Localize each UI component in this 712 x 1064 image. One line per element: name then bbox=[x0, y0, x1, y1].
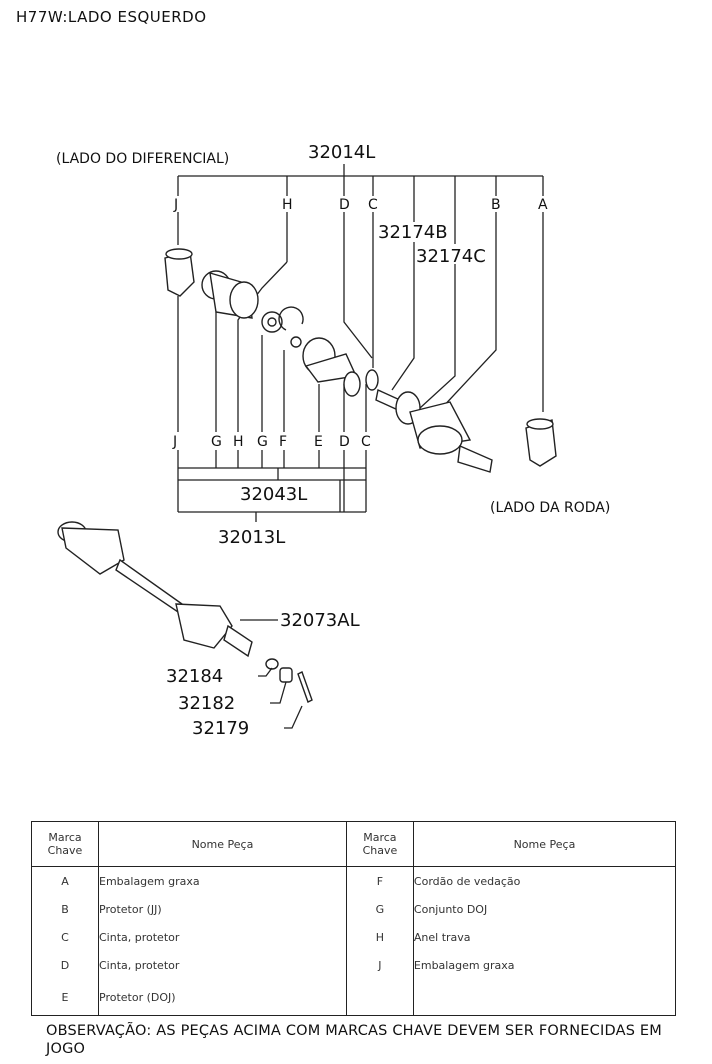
legend-key: B bbox=[31, 895, 99, 923]
legend-key: A bbox=[31, 866, 99, 895]
top-letter: H bbox=[282, 197, 293, 213]
legend-key: F bbox=[345, 866, 414, 895]
page-title: H77W:LADO ESQUERDO bbox=[16, 8, 207, 26]
legend-col-name: Nome Peça bbox=[98, 821, 347, 867]
legend-key: H bbox=[345, 923, 414, 951]
part-number-32043L: 32043L bbox=[240, 484, 307, 505]
bottom-letter: G bbox=[257, 434, 268, 450]
part-number-32174C: 32174C bbox=[416, 246, 486, 267]
legend-part-name: Cinta, protetor bbox=[98, 923, 347, 951]
legend-part-name: Cordão de vedação bbox=[412, 866, 677, 895]
legend-key bbox=[345, 979, 414, 1016]
legend-key: J bbox=[345, 951, 414, 979]
bottom-letter: J bbox=[172, 434, 177, 450]
part-number-32174B: 32174B bbox=[378, 222, 448, 243]
parts-legend-table: Marca Chave Nome Peça Marca Chave Nome P… bbox=[31, 821, 677, 1016]
bottom-brackets bbox=[177, 450, 367, 522]
bottom-letter: D bbox=[339, 434, 350, 450]
bottom-letter: C bbox=[361, 434, 371, 450]
top-letter: D bbox=[339, 197, 350, 213]
legend-header-row: Marca Chave Nome Peça Marca Chave Nome P… bbox=[31, 821, 677, 867]
parts-exploded bbox=[164, 248, 557, 473]
legend-col-name: Nome Peça bbox=[412, 821, 677, 867]
legend-part-name: Conjunto DOJ bbox=[412, 895, 677, 923]
side-wheel-label: (LADO DA RODA) bbox=[490, 500, 610, 516]
legend-part-name: Embalagem graxa bbox=[98, 866, 347, 895]
legend-key: G bbox=[345, 895, 414, 923]
bottom-letter: G bbox=[211, 434, 222, 450]
part-number-32184: 32184 bbox=[166, 666, 223, 687]
top-bracket bbox=[177, 164, 544, 432]
top-letter: J bbox=[173, 197, 178, 213]
legend-key: D bbox=[31, 951, 99, 979]
legend-part-name: Protetor (JJ) bbox=[98, 895, 347, 923]
part-number-32073AL: 32073AL bbox=[280, 610, 360, 631]
bottom-letter: E bbox=[314, 434, 323, 450]
legend-row: C Cinta, protetor H Anel trava bbox=[31, 923, 677, 951]
part-number-32179: 32179 bbox=[192, 718, 249, 739]
bottom-letter: H bbox=[233, 434, 244, 450]
legend-part-name: Anel trava bbox=[412, 923, 677, 951]
top-letter: A bbox=[538, 197, 548, 213]
part-number-32014L: 32014L bbox=[308, 142, 375, 163]
legend-key: C bbox=[31, 923, 99, 951]
legend-key: E bbox=[31, 979, 99, 1016]
legend-part-name bbox=[412, 979, 677, 1016]
drive-shaft-assembly bbox=[57, 521, 313, 703]
part-number-32013L: 32013L bbox=[218, 527, 285, 548]
exploded-parts-diagram: (LADO DO DIFERENCIAL) 32014L 32174B 3217… bbox=[56, 142, 610, 739]
legend-part-name: Embalagem graxa bbox=[412, 951, 677, 979]
legend-row: A Embalagem graxa F Cordão de vedação bbox=[31, 866, 677, 895]
legend-row: E Protetor (DOJ) bbox=[31, 979, 677, 1016]
legend-row: D Cinta, protetor J Embalagem graxa bbox=[31, 951, 677, 979]
top-letter: B bbox=[491, 197, 501, 213]
side-differential-label: (LADO DO DIFERENCIAL) bbox=[56, 151, 229, 167]
top-letter: C bbox=[368, 197, 378, 213]
legend-part-name: Protetor (DOJ) bbox=[98, 979, 347, 1016]
observation-note: OBSERVAÇÃO: AS PEÇAS ACIMA COM MARCAS CH… bbox=[46, 1023, 662, 1057]
legend-row: B Protetor (JJ) G Conjunto DOJ bbox=[31, 895, 677, 923]
part-number-32182: 32182 bbox=[178, 693, 235, 714]
legend-part-name: Cinta, protetor bbox=[98, 951, 347, 979]
bottom-letter: F bbox=[279, 434, 287, 450]
lower-leaders bbox=[240, 619, 303, 729]
legend-col-key: Marca Chave bbox=[31, 821, 99, 867]
legend-col-key: Marca Chave bbox=[345, 821, 414, 867]
